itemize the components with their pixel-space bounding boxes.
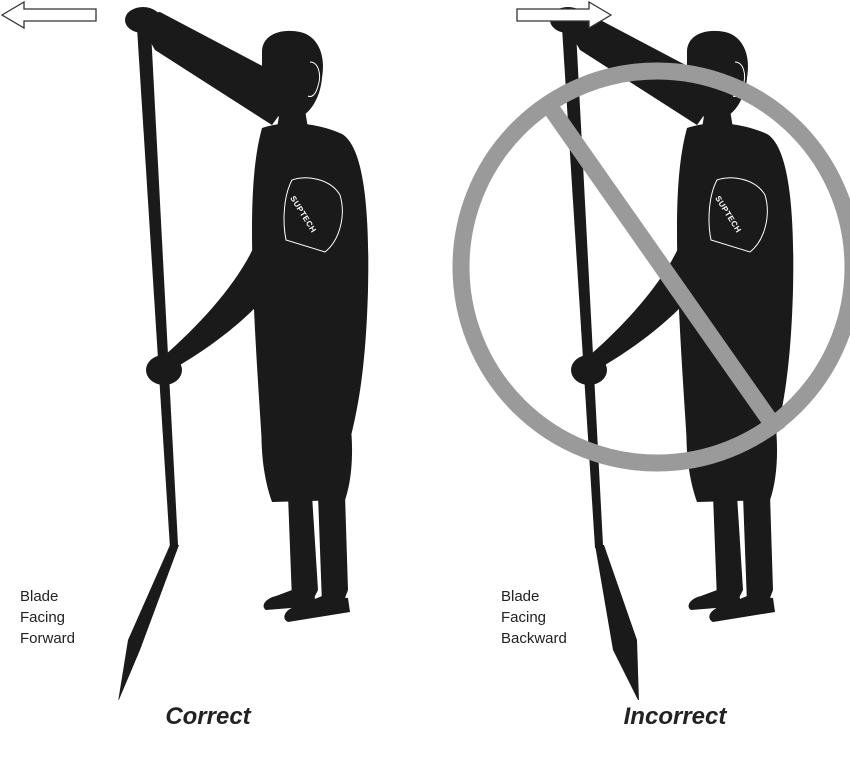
note-line: Blade	[20, 586, 75, 607]
panel-correct: SUPTECH Blade Facing Forward Correct	[0, 0, 425, 760]
paddler-silhouette	[118, 7, 368, 700]
bottom-hand	[571, 355, 607, 385]
shorts	[261, 420, 352, 502]
bottom-hand	[146, 355, 182, 385]
note-line: Forward	[20, 628, 75, 649]
left-leg	[288, 495, 318, 602]
paddler-figure-incorrect: SUPTECH	[425, 0, 850, 700]
blade-note-incorrect: Blade Facing Backward	[501, 586, 567, 649]
panel-incorrect: SUPTECH Blade Facing Backward Incorrect	[425, 0, 850, 760]
note-line: Backward	[501, 628, 567, 649]
blade-note-correct: Blade Facing Forward	[20, 586, 75, 649]
paddler-silhouette	[550, 7, 793, 700]
note-line: Facing	[501, 607, 567, 628]
right-leg	[318, 495, 348, 606]
arrow-right-icon	[513, 0, 613, 30]
paddle-shaft	[136, 12, 178, 548]
arrow-left-icon	[0, 0, 100, 30]
paddle-blade	[118, 545, 179, 700]
left-leg	[713, 495, 743, 602]
caption-incorrect: Incorrect	[575, 703, 775, 731]
note-line: Blade	[501, 586, 567, 607]
note-line: Facing	[20, 607, 75, 628]
right-leg	[743, 495, 773, 606]
paddle-blade	[595, 545, 639, 700]
caption-correct: Correct	[108, 703, 308, 731]
